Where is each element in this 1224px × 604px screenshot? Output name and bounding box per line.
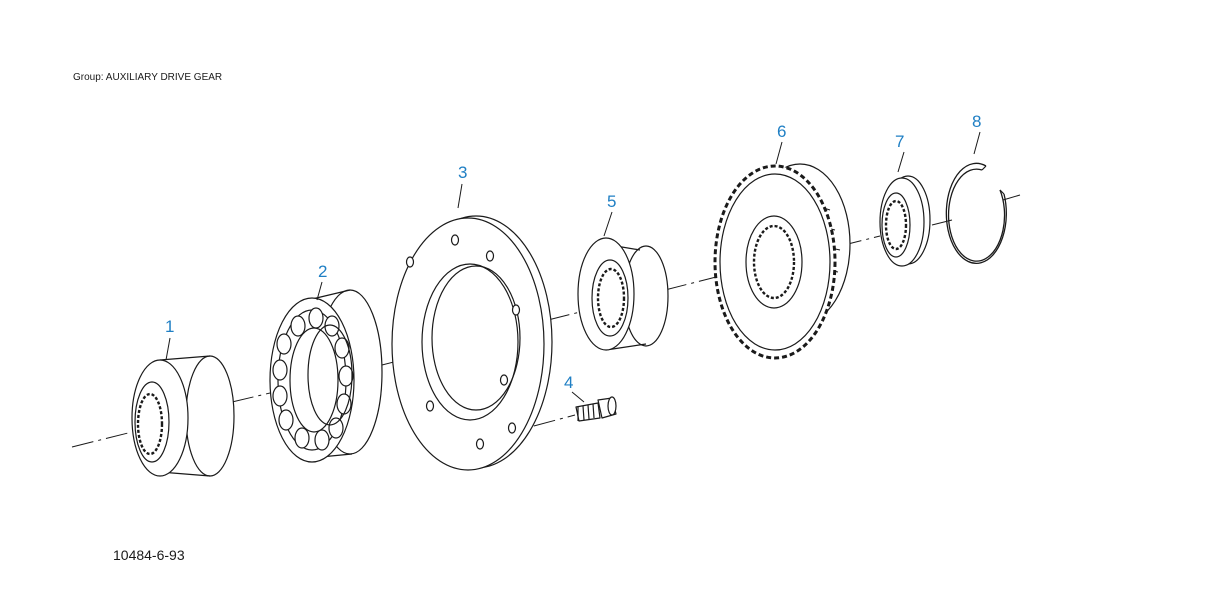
group-title: Group: AUXILIARY DRIVE GEAR (73, 72, 223, 83)
part-3-flange-plate (391, 215, 553, 471)
callout-6: 6 (777, 122, 786, 141)
figure-id: 10484-6-93 (113, 547, 185, 563)
part-5-splined-hub (577, 237, 669, 351)
part-4-bolt (575, 396, 617, 422)
callout-8: 8 (972, 112, 981, 131)
callout-labels: 1 2 3 4 5 6 7 8 (165, 112, 981, 392)
callout-7: 7 (895, 132, 904, 151)
callout-3: 3 (458, 163, 467, 182)
part-1-splined-sleeve (131, 355, 235, 477)
callout-5: 5 (607, 192, 616, 211)
callout-1: 1 (165, 317, 174, 336)
callout-4: 4 (564, 373, 573, 392)
part-6-helical-gear (713, 163, 851, 360)
part-8-snap-ring (945, 162, 1007, 264)
leader-lines (165, 131, 981, 403)
part-2-roller-bearing (269, 289, 383, 463)
part-7-splined-washer (879, 175, 931, 267)
callout-2: 2 (318, 262, 327, 281)
